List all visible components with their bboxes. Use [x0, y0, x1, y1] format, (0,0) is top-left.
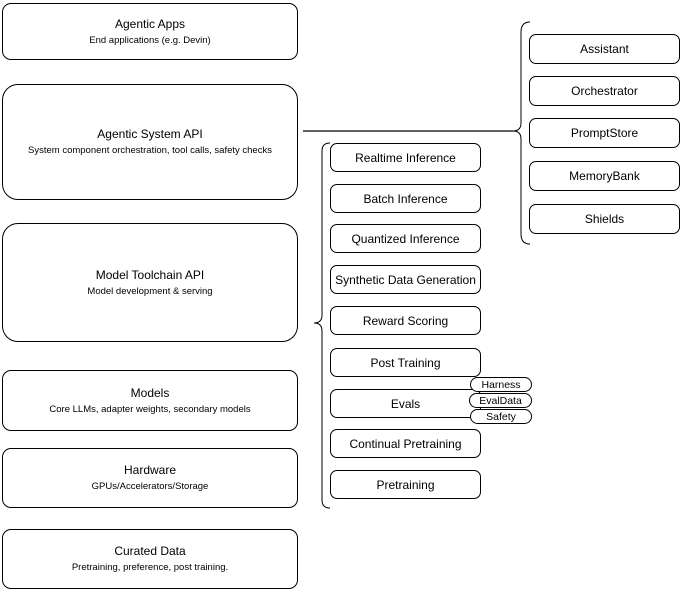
node-title: Curated Data	[114, 544, 186, 558]
eval-tag-safety: Safety	[470, 409, 532, 424]
pill-label: Safety	[486, 410, 516, 423]
node-title: Agentic System API	[97, 127, 203, 141]
node-post-training: Post Training	[330, 348, 481, 377]
node-orchestrator: Orchestrator	[529, 76, 680, 106]
node-label: Synthetic Data Generation	[335, 272, 476, 287]
toolchain-group-brace	[313, 142, 331, 509]
node-model-toolchain-api: Model Toolchain API Model development & …	[2, 223, 298, 342]
node-label: Shields	[584, 212, 625, 226]
node-assistant: Assistant	[529, 34, 680, 64]
node-subtitle: GPUs/Accelerators/Storage	[91, 481, 209, 492]
node-agentic-system-api: Agentic System API System component orch…	[2, 84, 298, 200]
node-subtitle: System component orchestration, tool cal…	[28, 145, 272, 156]
node-label: Evals	[390, 396, 421, 411]
node-label: Batch Inference	[363, 191, 448, 206]
node-title: Agentic Apps	[114, 16, 186, 31]
node-realtime-inference: Realtime Inference	[330, 143, 481, 172]
node-label: Assistant	[580, 42, 629, 56]
node-label: Pretraining	[376, 477, 435, 492]
node-shields: Shields	[529, 204, 680, 234]
node-agentic-apps: Agentic Apps End applications (e.g. Devi…	[2, 3, 298, 60]
node-batch-inference: Batch Inference	[330, 184, 481, 213]
node-quantized-inference: Quantized Inference	[330, 224, 481, 253]
pill-label: Harness	[481, 378, 521, 391]
node-label: PromptStore	[570, 126, 639, 140]
node-subtitle: Pretraining, preference, post training.	[71, 562, 229, 573]
node-promptstore: PromptStore	[529, 118, 680, 148]
system-group-brace	[512, 21, 531, 245]
node-subtitle: Model development & serving	[87, 285, 213, 297]
node-label: Orchestrator	[571, 84, 638, 98]
eval-tag-evaldata: EvalData	[469, 393, 532, 408]
pill-label: EvalData	[479, 394, 522, 407]
node-label: MemoryBank	[569, 169, 640, 183]
eval-tag-harness: Harness	[470, 377, 532, 392]
node-label: Quantized Inference	[351, 231, 460, 246]
node-models: Models Core LLMs, adapter weights, secon…	[2, 370, 298, 431]
node-title: Models	[130, 385, 170, 400]
node-continual-pretraining: Continual Pretraining	[330, 429, 481, 458]
node-hardware: Hardware GPUs/Accelerators/Storage	[2, 448, 298, 508]
node-label: Realtime Inference	[355, 150, 456, 165]
node-curated-data: Curated Data Pretraining, preference, po…	[2, 529, 298, 589]
node-title: Model Toolchain API	[95, 267, 205, 282]
node-label: Continual Pretraining	[349, 436, 462, 451]
node-pretraining: Pretraining	[330, 470, 481, 499]
node-label: Reward Scoring	[362, 313, 449, 328]
node-subtitle: End applications (e.g. Devin)	[89, 34, 211, 46]
node-reward-scoring: Reward Scoring	[330, 306, 481, 335]
node-synthetic-data-generation: Synthetic Data Generation	[330, 265, 481, 294]
node-memorybank: MemoryBank	[529, 161, 680, 191]
node-subtitle: Core LLMs, adapter weights, secondary mo…	[49, 403, 251, 415]
node-title: Hardware	[123, 463, 177, 477]
node-label: Post Training	[370, 355, 441, 370]
node-evals: Evals	[330, 389, 481, 418]
